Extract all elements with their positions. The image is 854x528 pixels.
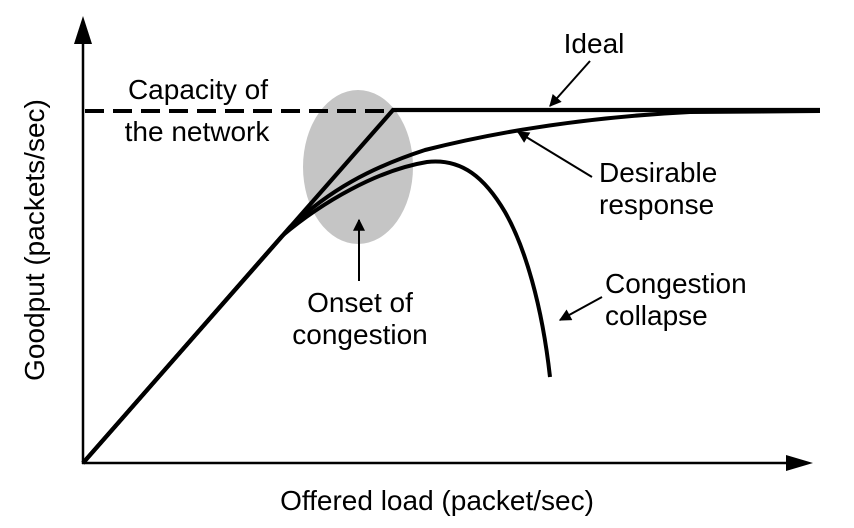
ideal-arrow-icon (549, 60, 591, 107)
x-axis-label: Offered load (packet/sec) (280, 485, 594, 516)
ideal-label: Ideal (564, 28, 625, 59)
collapse-label-line2: collapse (605, 300, 708, 331)
onset-highlight-ellipse (303, 90, 413, 244)
capacity-label-line1: Capacity of (128, 74, 268, 105)
y-axis-label: Goodput (packets/sec) (19, 99, 50, 381)
desirable-label-line1: Desirable (599, 157, 717, 188)
desirable-response-curve (81, 109, 821, 465)
congestion-collapse-curve (81, 159, 552, 465)
onset-label-line2: congestion (292, 319, 427, 350)
y-axis-arrow-icon (74, 16, 92, 44)
x-axis-arrow-icon (786, 455, 813, 471)
desirable-arrow-icon (516, 131, 593, 178)
capacity-label-line2: the network (125, 116, 271, 147)
collapse-label-line1: Congestion (605, 268, 747, 299)
desirable-label-line2: response (599, 189, 714, 220)
collapse-arrow-icon (558, 296, 603, 321)
onset-label-line1: Onset of (307, 287, 413, 318)
